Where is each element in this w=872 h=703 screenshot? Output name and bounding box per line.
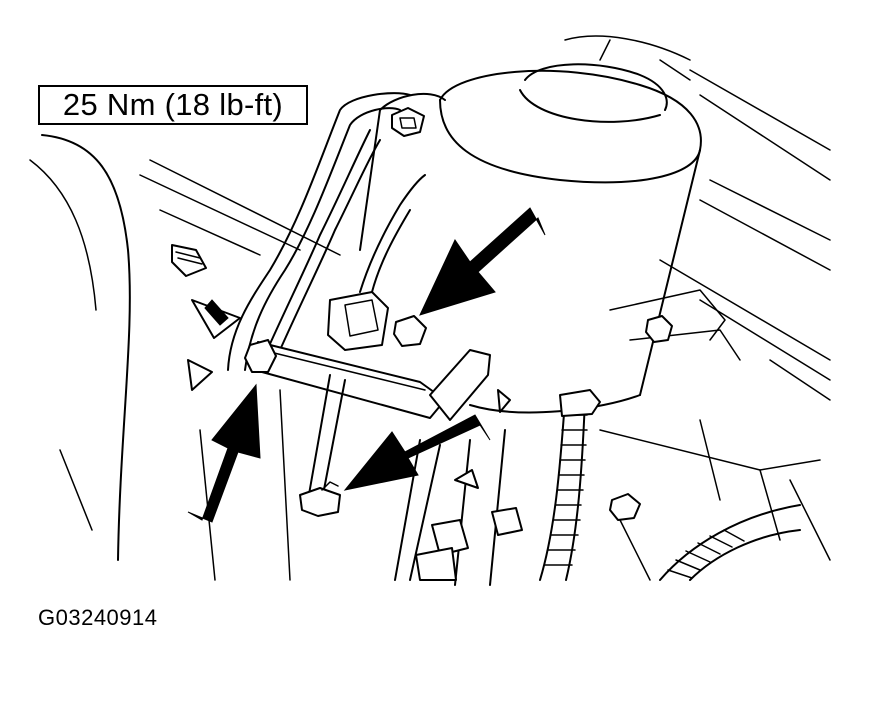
left-diagonal-2 [139, 174, 301, 251]
top-bolt [391, 107, 425, 137]
right-structure-6 [699, 299, 831, 381]
lower-fitting-2 [491, 507, 523, 536]
right-lower-structure-2 [599, 429, 821, 471]
right-lower-structure-5 [699, 419, 721, 501]
figure-id: G03240914 [38, 605, 158, 630]
fender-curve [41, 134, 131, 561]
lower-bolt [299, 481, 341, 517]
left-diagonal-3 [159, 209, 261, 256]
connector [327, 174, 426, 351]
fender-inner-line [29, 159, 97, 311]
right-structure-1 [689, 69, 831, 151]
lower-left-line [59, 449, 93, 531]
left-diagonal-1 [149, 159, 341, 256]
support-rod-2 [321, 379, 346, 501]
right-structure-7 [769, 359, 831, 401]
right-hose [659, 504, 801, 581]
left-stud [171, 244, 207, 277]
corrugated-hose [539, 389, 601, 581]
small-tab-1 [454, 469, 479, 489]
right-bolt [645, 315, 673, 343]
right-lower-structure-1 [619, 519, 651, 581]
lower-line-3 [454, 439, 471, 586]
right-structure-2 [699, 94, 831, 181]
lower-fitting-1 [415, 519, 469, 581]
arrow-right-lower [343, 414, 491, 491]
bracket-plate [257, 341, 491, 421]
lower-line-1 [394, 439, 421, 581]
right-lower-structure-3 [759, 469, 781, 541]
support-rod [307, 374, 331, 501]
lower-line-2 [409, 444, 441, 581]
right-structure-5 [659, 259, 831, 361]
right-structure-3 [709, 179, 831, 241]
small-tab-2 [497, 389, 511, 413]
arrow-left-upper [204, 299, 229, 326]
lower-line-5 [279, 389, 291, 581]
arrow-left-lower [187, 383, 261, 523]
torque-callout: 25 Nm (18 lb-ft) [38, 85, 308, 125]
bracket-left-bolt [244, 339, 277, 373]
left-tab-lower [187, 359, 213, 391]
lower-line-4 [489, 429, 506, 586]
right-structure-4 [699, 199, 831, 271]
arrow-upper-right [419, 207, 546, 316]
reservoir [359, 35, 702, 414]
bracket-strap [227, 92, 411, 371]
right-lower-bolt [609, 493, 641, 521]
right-structure-9 [629, 329, 741, 361]
mid-bolt [393, 315, 427, 347]
right-lower-structure-4 [789, 479, 831, 561]
